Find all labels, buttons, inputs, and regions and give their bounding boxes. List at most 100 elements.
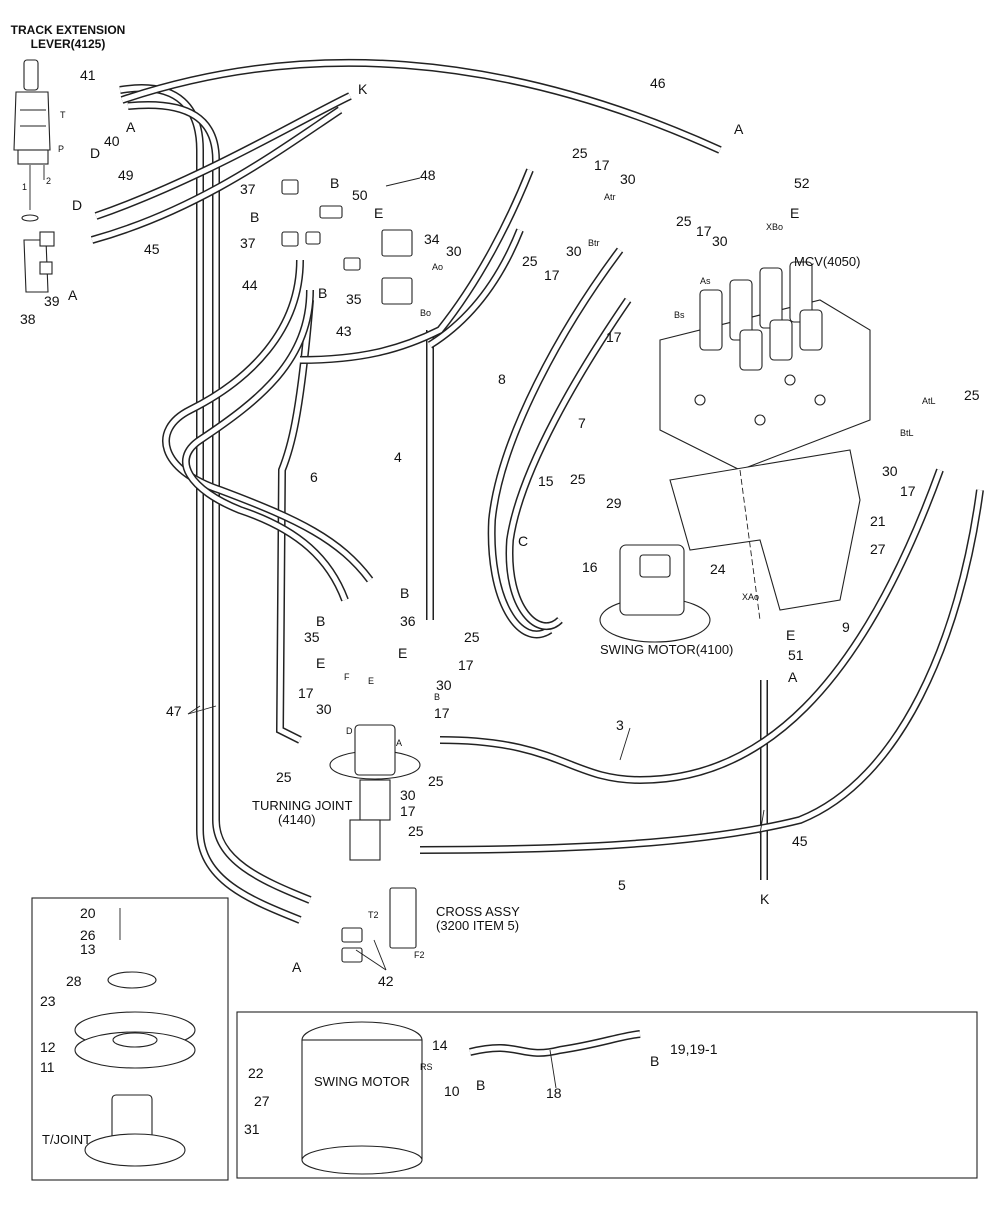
callout-25g: 25 xyxy=(276,769,292,785)
callout-24: 24 xyxy=(710,561,726,577)
callout-A3: A xyxy=(734,121,744,137)
callout-38: 38 xyxy=(20,311,36,327)
port-Bo: Bo xyxy=(420,308,431,318)
callout-17h: 17 xyxy=(434,705,450,721)
callout-49: 49 xyxy=(118,167,134,183)
track-extension-lever xyxy=(13,59,51,222)
callout-47: 47 xyxy=(166,703,182,719)
callout-B1: B xyxy=(330,175,339,191)
callout-37b: 37 xyxy=(240,235,256,251)
hose-8 xyxy=(299,168,534,364)
label-cross-assy-2: (3200 ITEM 5) xyxy=(436,918,519,933)
hose-45 xyxy=(90,92,768,880)
callout-34: 34 xyxy=(424,231,440,247)
callout-E4: E xyxy=(398,645,407,661)
callout-36: 36 xyxy=(400,613,416,629)
port-Bs: Bs xyxy=(674,310,685,320)
callout-7: 7 xyxy=(578,415,586,431)
valve-block-38 xyxy=(23,231,55,293)
port-E: E xyxy=(368,676,374,686)
mcv-valve xyxy=(659,261,871,621)
callout-10: 10 xyxy=(444,1083,460,1099)
callout-B7: B xyxy=(650,1053,659,1069)
port-RS: RS xyxy=(420,1062,433,1072)
callout-B5: B xyxy=(316,613,325,629)
hose-6 xyxy=(275,299,314,744)
callout-17a: 17 xyxy=(594,157,610,173)
callout-25e: 25 xyxy=(570,471,586,487)
callout-3: 3 xyxy=(616,717,624,733)
callout-A1: A xyxy=(126,119,136,135)
callout-25a: 25 xyxy=(572,145,588,161)
callout-15: 15 xyxy=(538,473,554,489)
callout-A5: A xyxy=(292,959,302,975)
title-line-2: LEVER(4125) xyxy=(31,37,106,51)
callout-25i: 25 xyxy=(408,823,424,839)
hose-3 xyxy=(439,468,944,785)
callout-42: 42 xyxy=(378,973,394,989)
callout-25h: 25 xyxy=(428,773,444,789)
callout-B6: B xyxy=(476,1077,485,1093)
port-1: 1 xyxy=(22,182,27,192)
callout-31: 31 xyxy=(244,1121,260,1137)
callout-25f: 25 xyxy=(464,629,480,645)
hose-46 xyxy=(120,58,722,154)
label-tjoint: T/JOINT xyxy=(42,1132,91,1147)
leader-lines xyxy=(187,705,765,1089)
callout-Kb: K xyxy=(760,891,770,907)
callout-45b: 45 xyxy=(792,833,808,849)
callout-30f: 30 xyxy=(436,677,452,693)
callout-51: 51 xyxy=(788,647,804,663)
callout-B2: B xyxy=(250,209,259,225)
callout-30c: 30 xyxy=(566,243,582,259)
callout-35a: 35 xyxy=(346,291,362,307)
callout-30a: 30 xyxy=(446,243,462,259)
port-D: D xyxy=(346,726,353,736)
port-Btr: Btr xyxy=(588,238,600,248)
callout-30d: 30 xyxy=(712,233,728,249)
label-turning-joint-2: (4140) xyxy=(278,812,316,827)
callout-17d: 17 xyxy=(606,329,622,345)
callout-25c: 25 xyxy=(522,253,538,269)
callout-25b: 25 xyxy=(676,213,692,229)
label-swing-motor: SWING MOTOR(4100) xyxy=(600,642,733,657)
callout-8: 8 xyxy=(498,371,506,387)
cross-assy xyxy=(341,887,417,963)
port-F2: F2 xyxy=(414,950,425,960)
fittings-cluster xyxy=(281,177,421,305)
callout-30h: 30 xyxy=(400,787,416,803)
callout-39: 39 xyxy=(44,293,60,309)
port-Atr: Atr xyxy=(604,192,616,202)
callout-23: 23 xyxy=(40,993,56,1009)
callout-41: 41 xyxy=(80,67,96,83)
callout-35b: 35 xyxy=(304,629,320,645)
port-AtL: AtL xyxy=(922,396,936,406)
callout-E5: E xyxy=(786,627,795,643)
callout-B3: B xyxy=(318,285,327,301)
callout-A2: A xyxy=(68,287,78,303)
callout-30b: 30 xyxy=(620,171,636,187)
label-cross-assy-1: CROSS ASSY xyxy=(436,904,520,919)
callout-21: 21 xyxy=(870,513,886,529)
callout-E1: E xyxy=(374,205,383,221)
port-T2: T2 xyxy=(368,910,379,920)
callout-48: 48 xyxy=(420,167,436,183)
callout-20: 20 xyxy=(80,905,96,921)
callout-E3: E xyxy=(316,655,325,671)
port-F: F xyxy=(344,672,350,682)
port-T: T xyxy=(60,110,66,120)
callout-13: 13 xyxy=(80,941,96,957)
label-turning-joint-1: TURNING JOINT xyxy=(252,798,352,813)
port-Ao: Ao xyxy=(432,262,443,272)
callout-50: 50 xyxy=(352,187,368,203)
port-BtL: BtL xyxy=(900,428,914,438)
callout-Ka: K xyxy=(358,81,368,97)
callout-11: 11 xyxy=(40,1059,55,1075)
callout-D2: D xyxy=(72,197,82,213)
callout-19: 19,19-1 xyxy=(670,1041,718,1057)
swing-motor xyxy=(599,544,711,643)
callout-28: 28 xyxy=(66,973,82,989)
callout-43: 43 xyxy=(336,323,352,339)
callout-30e: 30 xyxy=(882,463,898,479)
